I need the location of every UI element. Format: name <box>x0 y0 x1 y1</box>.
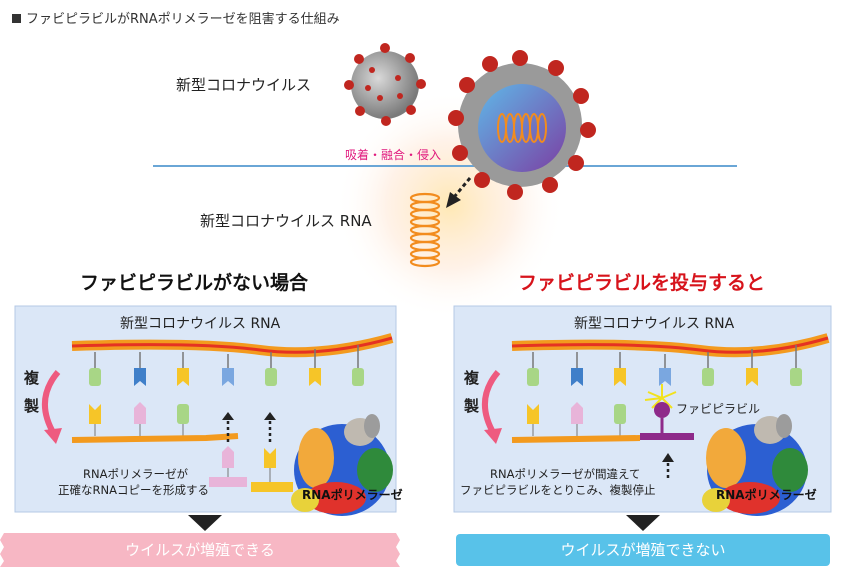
left-incoming-nucleotides <box>209 412 293 492</box>
large-virus-icon <box>448 50 596 200</box>
right-replication-char-2: 製 <box>464 397 480 415</box>
favipiravir-molecule-icon <box>640 384 694 440</box>
right-heading: ファビピラビルを投与すると <box>518 272 766 294</box>
virus-label: 新型コロナウイルス <box>176 76 312 94</box>
right-caption: RNAポリメラーゼが間違えて ファビピラビルをとりこみ、複製停止 <box>460 466 656 498</box>
title-square-icon <box>12 14 21 23</box>
right-replication-arrowhead-icon <box>484 428 502 444</box>
entry-arrow-icon <box>446 177 472 208</box>
left-panel-rna-label: 新型コロナウイルス RNA <box>120 316 281 332</box>
left-template-bases <box>89 345 364 386</box>
right-result-arrow-icon <box>626 515 660 531</box>
left-result-zigzag <box>0 533 400 567</box>
left-replication-arrow-icon <box>41 370 61 436</box>
right-polymerase-label: RNAポリメラーゼ <box>716 488 817 502</box>
page-title: ファビピラビルがRNAポリメラーゼを阻害する仕組み <box>12 8 340 27</box>
left-copy-strand <box>71 433 239 443</box>
right-template-rna-strand <box>511 333 830 358</box>
left-panel <box>14 305 397 513</box>
right-caption-line-2: ファビピラビルをとりこみ、複製停止 <box>460 483 656 497</box>
left-replication-label: 複 製 <box>24 364 39 420</box>
left-copy-bases <box>89 402 189 436</box>
left-replication-char-1: 複 <box>24 369 40 387</box>
right-replication-label: 複 製 <box>464 364 479 420</box>
left-replication-char-2: 製 <box>24 397 40 415</box>
blocked-arrow-icon <box>662 453 674 478</box>
favipiravir-label: ファビピラビル <box>676 402 761 416</box>
right-result-banner: ウイルスが増殖できない <box>456 534 830 566</box>
right-replication-arrow-icon <box>481 370 501 436</box>
left-caption-line-2: 正確なRNAコピーを形成する <box>58 483 209 497</box>
right-copy-bases <box>527 402 626 436</box>
viral-rna-label: 新型コロナウイルス RNA <box>200 212 372 230</box>
page-title-text: ファビピラビルがRNAポリメラーゼを阻害する仕組み <box>26 12 340 27</box>
entry-label: 吸着・融合・侵入 <box>345 148 442 162</box>
left-result-arrow-icon <box>188 515 222 531</box>
left-result-banner: ウイルスが増殖できる <box>4 533 396 567</box>
viral-rna-coil-icon <box>409 192 441 268</box>
small-virus-icon <box>344 43 426 126</box>
left-heading: ファビピラビルがない場合 <box>80 272 309 294</box>
left-caption-line-1: RNAポリメラーゼが <box>83 467 188 481</box>
left-polymerase-icon <box>291 414 393 516</box>
right-template-bases <box>527 345 802 386</box>
right-replication-char-1: 複 <box>464 369 480 387</box>
right-copy-strand <box>511 435 641 443</box>
left-caption: RNAポリメラーゼが 正確なRNAコピーを形成する <box>58 466 209 498</box>
right-panel-rna-label: 新型コロナウイルス RNA <box>574 316 735 332</box>
right-caption-line-1: RNAポリメラーゼが間違えて <box>490 467 641 481</box>
left-polymerase-label: RNAポリメラーゼ <box>302 488 403 502</box>
left-template-rna-strand <box>71 333 394 358</box>
left-replication-arrowhead-icon <box>44 428 62 444</box>
right-polymerase-icon <box>702 414 808 516</box>
